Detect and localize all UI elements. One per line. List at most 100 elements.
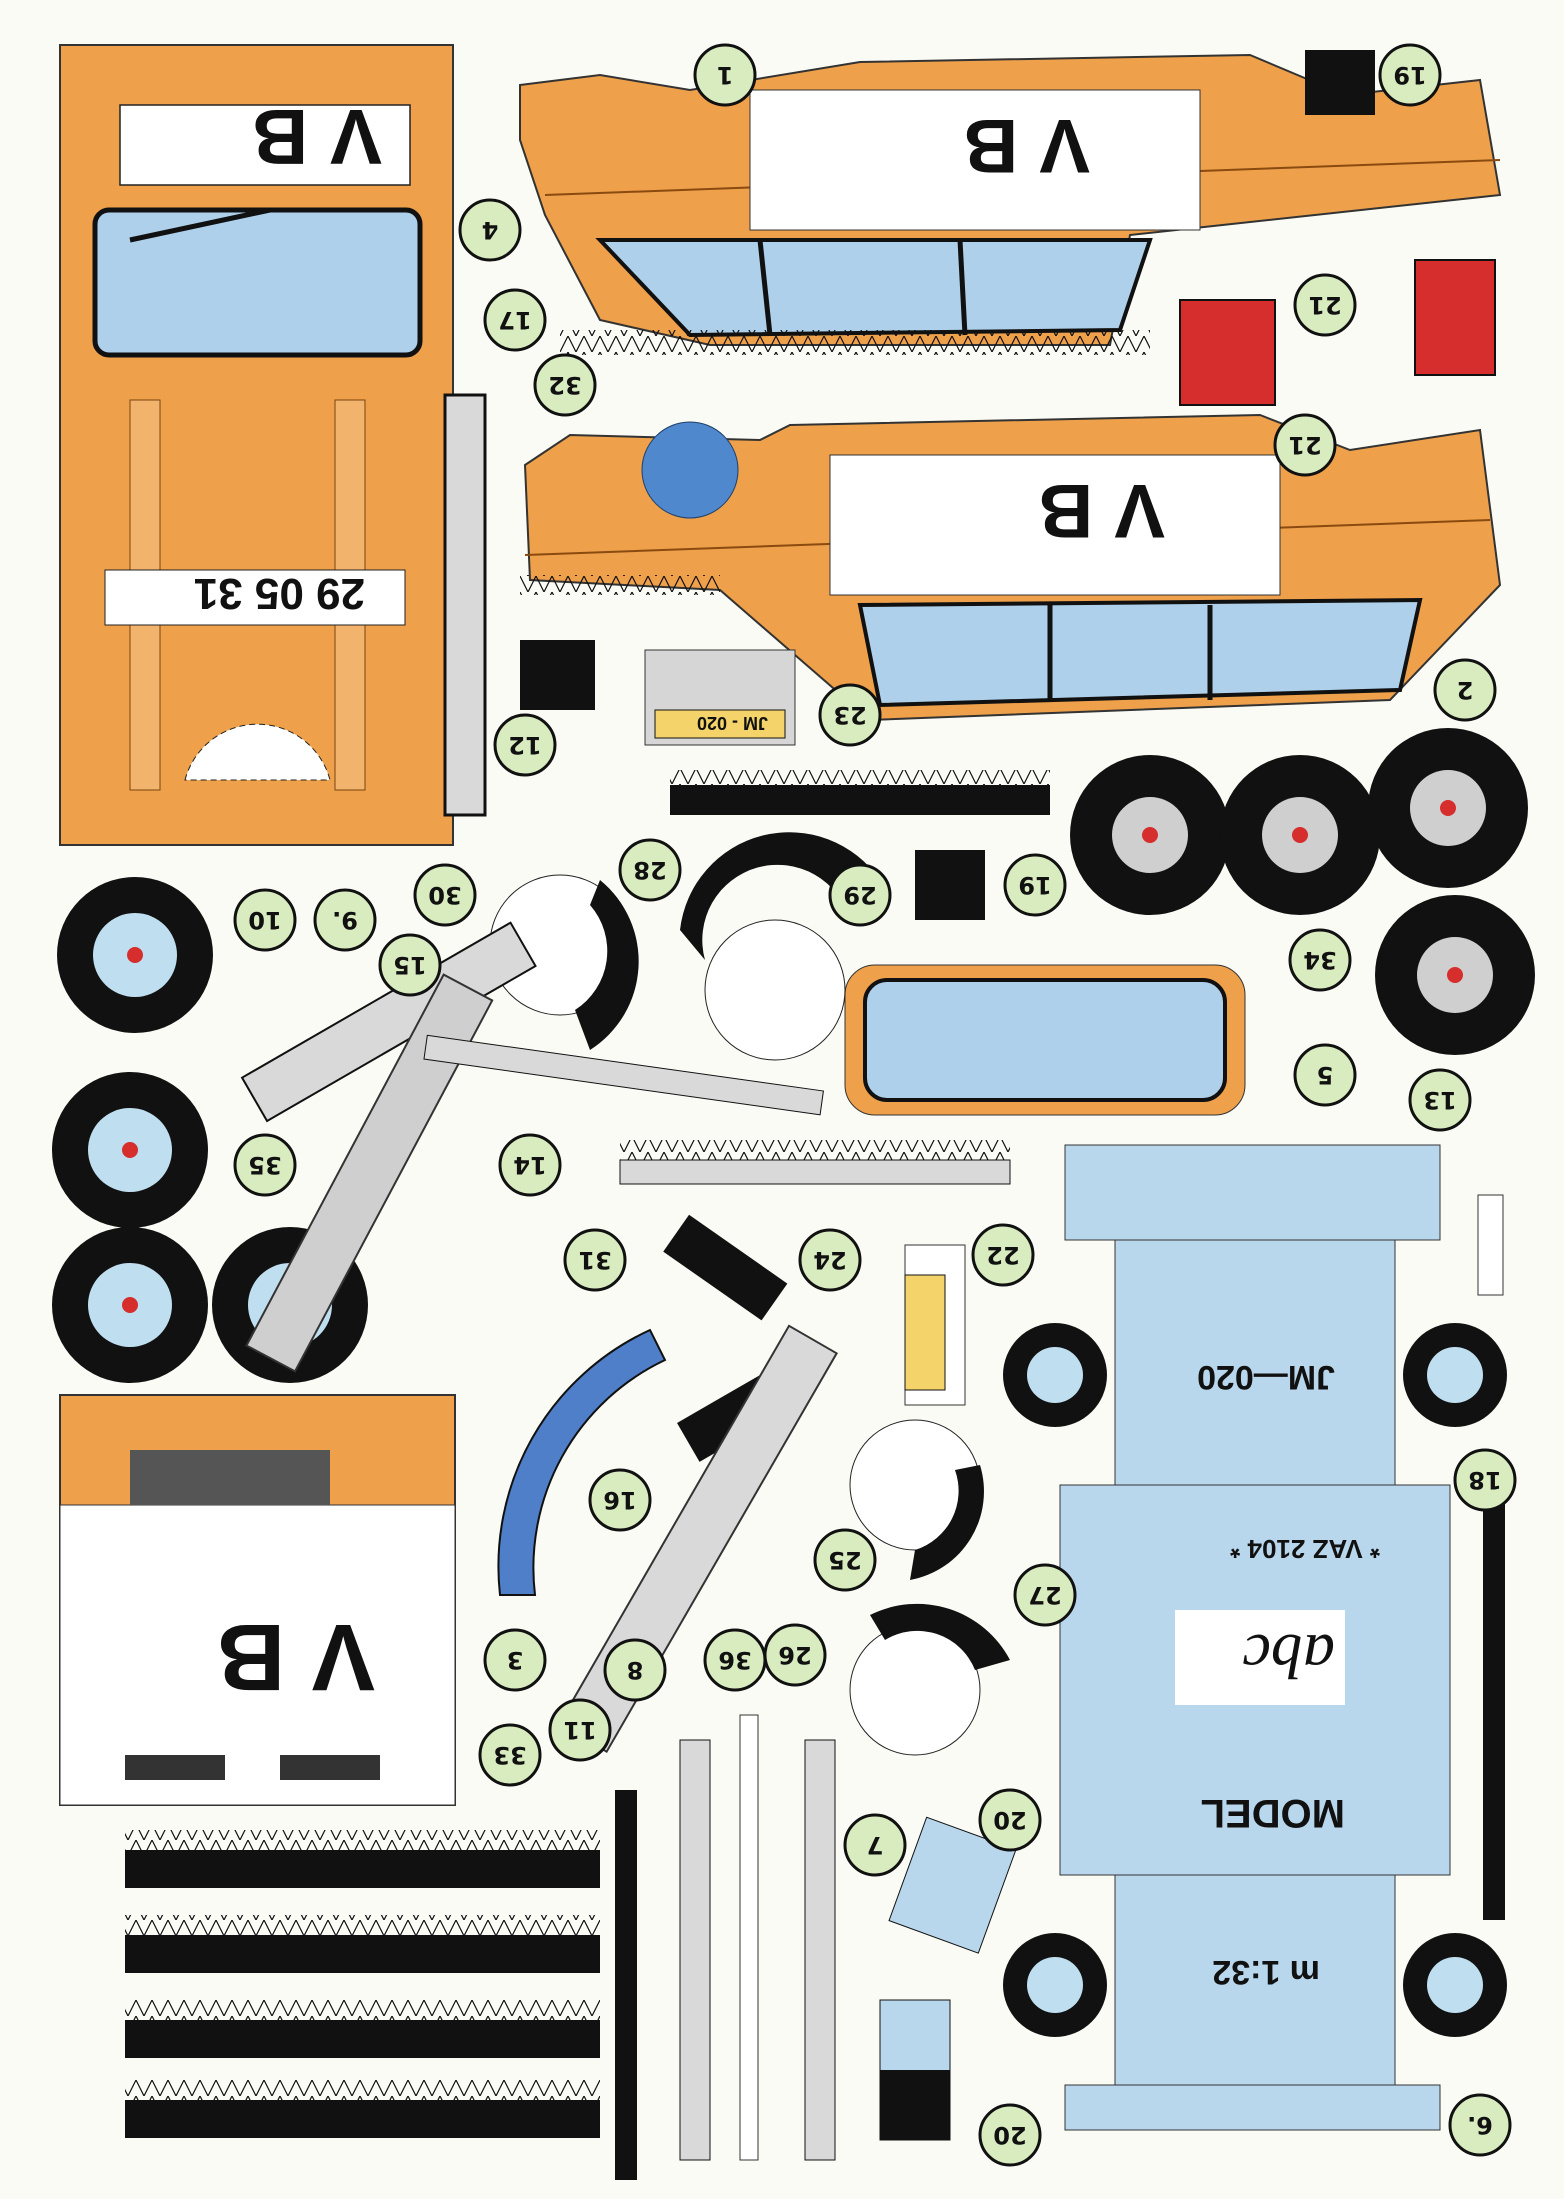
part-33-tread-strips [125, 1830, 600, 2138]
part-label-p5: 5 [1293, 1043, 1357, 1107]
part-label-p12: 12 [493, 713, 557, 777]
part-31-curved-band [497, 1328, 667, 1596]
part-label-p31: 31 [563, 1228, 627, 1292]
part-number: 3 [507, 1646, 524, 1674]
part-number: 26 [778, 1641, 811, 1669]
logo-text: abc [1243, 1621, 1335, 1692]
part-8-strip [679, 1739, 711, 2161]
part-number: 29 [843, 881, 876, 909]
part-number: 18 [1468, 1466, 1501, 1494]
part-label-p13: 13 [1408, 1068, 1472, 1132]
part-13 [1477, 1194, 1504, 1296]
part-21a-red [1179, 299, 1276, 406]
part-2-side-panel: V B [520, 413, 1502, 722]
part-label-p7: 7 [843, 1813, 907, 1877]
part-label-p26: 26 [763, 1623, 827, 1687]
part-number: 19 [1393, 61, 1426, 89]
part-label-p29: 29 [828, 863, 892, 927]
side2-letters: V B [1038, 468, 1165, 553]
part-label-p9: 9. [313, 888, 377, 952]
part-number: 15 [393, 951, 426, 979]
part-number: 23 [833, 701, 866, 729]
part-17-strip [443, 393, 487, 817]
part-20a [888, 1816, 1017, 1954]
part-number: 31 [578, 1246, 611, 1274]
part-label-p18: 18 [1453, 1448, 1517, 1512]
part-label-p11: 11 [548, 1698, 612, 1762]
part-label-p22: 22 [971, 1223, 1035, 1287]
part-label-p15: 15 [378, 933, 442, 997]
part-number: 8 [627, 1656, 644, 1684]
part-label-p32: 32 [533, 353, 597, 417]
part-label-p3: 3 [483, 1628, 547, 1692]
part-24-mirror [663, 1214, 788, 1321]
part-labels: 123456.789.10111213141516171819192020212… [233, 43, 1517, 2167]
part-number: 14 [513, 1151, 546, 1179]
part-label-p19b: 19 [1003, 853, 1067, 917]
part-label-p30: 30 [413, 863, 477, 927]
part-number: 22 [986, 1241, 1019, 1269]
part-1-side-panel: V B [519, 53, 1502, 355]
part-label-p34: 34 [1288, 928, 1352, 992]
part-number: 19 [1018, 871, 1051, 899]
part-label-p2: 2 [1433, 658, 1497, 722]
part-18-bar [1483, 1490, 1505, 1920]
part-number: 10 [248, 906, 281, 934]
part-number: 32 [548, 371, 581, 399]
chassis-base: JM—020 * VAZ 2104 * abc MODEL m 1:32 [1003, 1144, 1507, 2131]
part-label-p23: 23 [818, 683, 882, 747]
base-code: JM—020 [1197, 1358, 1335, 1396]
part-label-p10: 10 [233, 888, 297, 952]
part-number: 7 [867, 1831, 884, 1859]
part-number: 2 [1457, 676, 1474, 704]
part-number: 12 [508, 731, 541, 759]
part-number: 4 [482, 216, 499, 244]
part-12-black [520, 640, 595, 710]
part-label-p28: 28 [618, 838, 682, 902]
part-number: 20 [993, 2121, 1026, 2149]
part-3-rear-panel: V B [59, 1394, 456, 1806]
part-number: 35 [248, 1151, 281, 1179]
part-number: 30 [428, 881, 461, 909]
part-36-strip [739, 1714, 759, 2161]
part-number: 34 [1303, 946, 1336, 974]
part-label-p35: 35 [233, 1133, 297, 1197]
part-19a-black [1305, 50, 1375, 115]
part-number: 13 [1423, 1086, 1456, 1114]
part-15b-strip [423, 1034, 824, 1116]
part-5-rear-window [844, 964, 1246, 1116]
part-29-disc [680, 832, 880, 1061]
part-label-p8: 8 [603, 1638, 667, 1702]
part-label-p14: 14 [498, 1133, 562, 1197]
model-name: * VAZ 2104 * [1229, 1534, 1380, 1564]
part-number: 6. [1467, 2111, 1493, 2139]
part-30-disc [489, 874, 639, 1050]
part-label-p6: 6. [1448, 2093, 1512, 2157]
part-number: 36 [718, 1646, 751, 1674]
part-number: 25 [828, 1546, 861, 1574]
part-number: 21 [1308, 291, 1341, 319]
plate-code-23: JM - 020 [697, 713, 768, 733]
part-7-strip [804, 1739, 836, 2161]
model-word: MODEL [1201, 1791, 1345, 1835]
rear-letters: V B [217, 1604, 375, 1710]
part-number: 17 [498, 306, 531, 334]
part-27-disc [849, 1419, 984, 1580]
part-number: 28 [633, 856, 666, 884]
part-label-p21b: 21 [1273, 413, 1337, 477]
part-32-blue-disc [641, 421, 739, 519]
part-number: 20 [993, 1806, 1026, 1834]
hood-letters: V B [252, 93, 382, 181]
part-label-p27: 27 [1013, 1563, 1077, 1627]
part-15-strip [245, 973, 494, 1373]
plate-number: 29 05 31 [194, 569, 365, 618]
part-34-wheels [1070, 728, 1535, 1055]
part-number: 24 [813, 1246, 846, 1274]
side1-letters: V B [963, 103, 1090, 188]
part-14-strip [619, 1159, 1011, 1185]
part-label-p25: 25 [813, 1528, 877, 1592]
part-label-p21a: 21 [1293, 273, 1357, 337]
part-label-p19a: 19 [1378, 43, 1442, 107]
part-number: 27 [1028, 1581, 1061, 1609]
